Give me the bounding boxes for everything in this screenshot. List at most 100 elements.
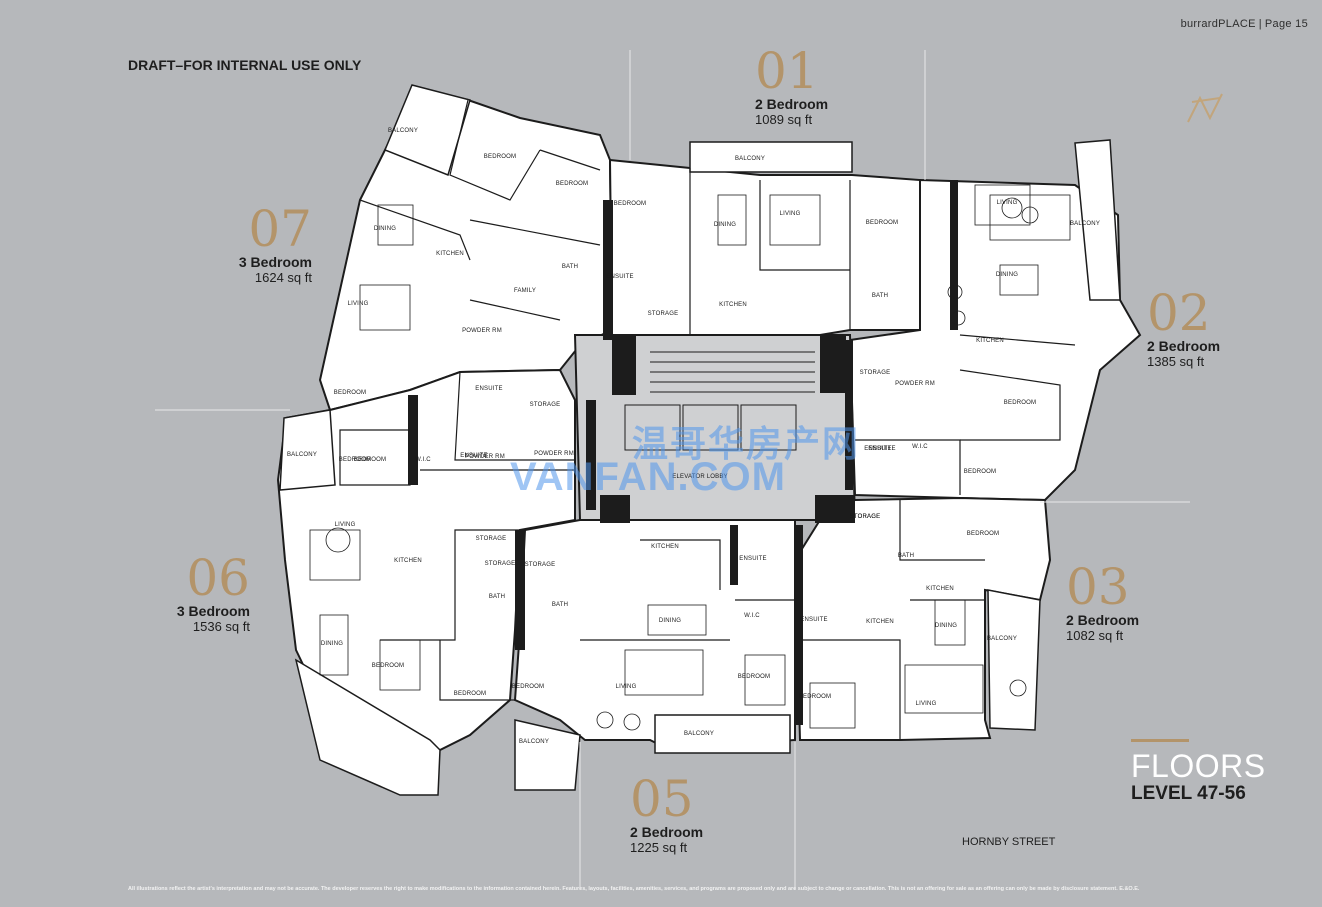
balcony-south-small <box>514 719 581 791</box>
balcony-north <box>689 141 853 173</box>
unit-type: 3 Bedroom <box>176 603 250 619</box>
room-label: BATH <box>562 264 578 270</box>
room-label: KITCHEN <box>866 619 894 625</box>
draft-note: DRAFT–FOR INTERNAL USE ONLY <box>128 57 362 73</box>
unit-05-label: 05 2 Bedroom 1225 sq ft <box>630 774 703 855</box>
balcony-nw <box>384 84 471 177</box>
unit-05-outline <box>513 519 796 746</box>
unit-number: 02 <box>1147 284 1211 342</box>
unit-number: 07 <box>248 200 312 258</box>
unit-03-label: 03 2 Bedroom 1082 sq ft <box>1066 562 1139 643</box>
room-label: BEDROOM <box>334 390 366 396</box>
unit-number: 01 <box>755 42 819 100</box>
room-label: LIVING <box>335 522 356 528</box>
room-label: BEDROOM <box>354 457 386 463</box>
room-label: ENSUITE <box>475 386 502 392</box>
room-label: KITCHEN <box>926 586 954 592</box>
room-label: KITCHEN <box>976 338 1004 344</box>
room-label: BEDROOM <box>738 674 770 680</box>
unit-type: 2 Bedroom <box>1066 612 1140 628</box>
balcony-ne <box>1074 139 1121 301</box>
floors-accent-bar <box>1131 739 1189 742</box>
room-label: ELEVATOR LOBBY <box>672 474 728 480</box>
room-label: DINING <box>659 618 681 624</box>
room-label: BEDROOM <box>967 531 999 537</box>
room-label: STORAGE <box>530 402 561 408</box>
room-label: LIVING <box>780 211 801 217</box>
room-label: BALCONY <box>388 128 418 134</box>
room-label: LIVING <box>348 301 369 307</box>
unit-area: 1385 sq ft <box>1147 354 1205 369</box>
header-brand: burrardPLACE|Page 15 <box>1180 18 1308 30</box>
room-label: BEDROOM <box>799 694 831 700</box>
room-label: KITCHEN <box>394 558 422 564</box>
balcony-west <box>279 409 336 491</box>
room-label: BALCONY <box>735 156 765 162</box>
unit-number: 05 <box>630 770 694 828</box>
room-label: LIVING <box>916 701 937 707</box>
room-label: LIVING <box>616 684 637 690</box>
room-label: DINING <box>374 226 396 232</box>
north-arrow-icon <box>1187 93 1223 123</box>
room-label: BATH <box>898 553 914 559</box>
room-label: BEDROOM <box>372 663 404 669</box>
unit-02-label: 02 2 Bedroom 1385 sq ft <box>1147 288 1220 369</box>
balcony-south <box>654 714 791 754</box>
room-label: BALCONY <box>1070 221 1100 227</box>
unit-type: 3 Bedroom <box>238 254 312 270</box>
unit-type: 2 Bedroom <box>755 96 829 112</box>
disclaimer: All illustrations reflect the artist's i… <box>128 886 1140 892</box>
unit-type: 2 Bedroom <box>1147 338 1221 354</box>
room-label: BALCONY <box>684 731 714 737</box>
floors-level: LEVEL 47-56 <box>1131 783 1246 804</box>
page-number: Page 15 <box>1264 18 1308 30</box>
unit-area: 1536 sq ft <box>192 619 250 634</box>
room-label: POWDER RM <box>895 381 935 387</box>
unit-number: 03 <box>1066 558 1130 616</box>
room-label: BEDROOM <box>454 691 486 697</box>
room-label: ENSUITE <box>606 274 633 280</box>
room-label: FAMILY <box>514 288 536 294</box>
unit-area: 1225 sq ft <box>630 840 688 855</box>
watermark-en: VANFAN.COM <box>510 455 786 499</box>
room-label: BALCONY <box>987 636 1017 642</box>
room-label: DINING <box>321 641 343 647</box>
room-label: POWDER RM <box>534 451 574 457</box>
balcony-east <box>987 589 1041 731</box>
balcony-sw <box>294 658 441 796</box>
brand-name: burrardPLACE <box>1180 18 1256 30</box>
unit-area: 1089 sq ft <box>755 112 813 127</box>
room-label: BATH <box>489 594 505 600</box>
room-label: STORAGE <box>476 536 507 542</box>
room-label: POWDER RM <box>462 328 502 334</box>
room-label: W.I.C <box>912 444 928 450</box>
street-name: HORNBY STREET <box>962 836 1056 848</box>
room-label: STORAGE <box>525 562 556 568</box>
room-label: KITCHEN <box>719 302 747 308</box>
unit-area: 1624 sq ft <box>254 270 312 285</box>
room-label: DINING <box>935 623 957 629</box>
room-label: BEDROOM <box>484 154 516 160</box>
room-label: BEDROOM <box>1004 400 1036 406</box>
room-label: ENSUITE <box>800 617 827 623</box>
room-label: ENSUITE <box>868 446 895 452</box>
room-label: ENSUITE <box>864 446 891 452</box>
room-label: KITCHEN <box>651 544 679 550</box>
room-label: ENSUITE <box>739 556 766 562</box>
room-label: BEDROOM <box>614 201 646 207</box>
room-label: KITCHEN <box>436 251 464 257</box>
room-label: DINING <box>996 272 1018 278</box>
unit-01-label: 01 2 Bedroom 1089 sq ft <box>755 46 828 127</box>
room-label: STORAGE <box>850 514 881 520</box>
unit-area: 1082 sq ft <box>1066 628 1124 643</box>
room-label: W.I.C <box>744 613 760 619</box>
room-label: BEDROOM <box>556 181 588 187</box>
unit-07-label: 07 3 Bedroom 1624 sq ft <box>200 204 312 285</box>
room-label: LIVING <box>997 200 1018 206</box>
unit-number: 06 <box>186 549 250 607</box>
room-label: BEDROOM <box>866 220 898 226</box>
room-label: BALCONY <box>287 452 317 458</box>
unit-06-label: 06 3 Bedroom 1536 sq ft <box>150 553 250 634</box>
watermark-cn: 温哥华房产网 <box>632 424 861 465</box>
room-label: STORAGE <box>850 514 881 520</box>
